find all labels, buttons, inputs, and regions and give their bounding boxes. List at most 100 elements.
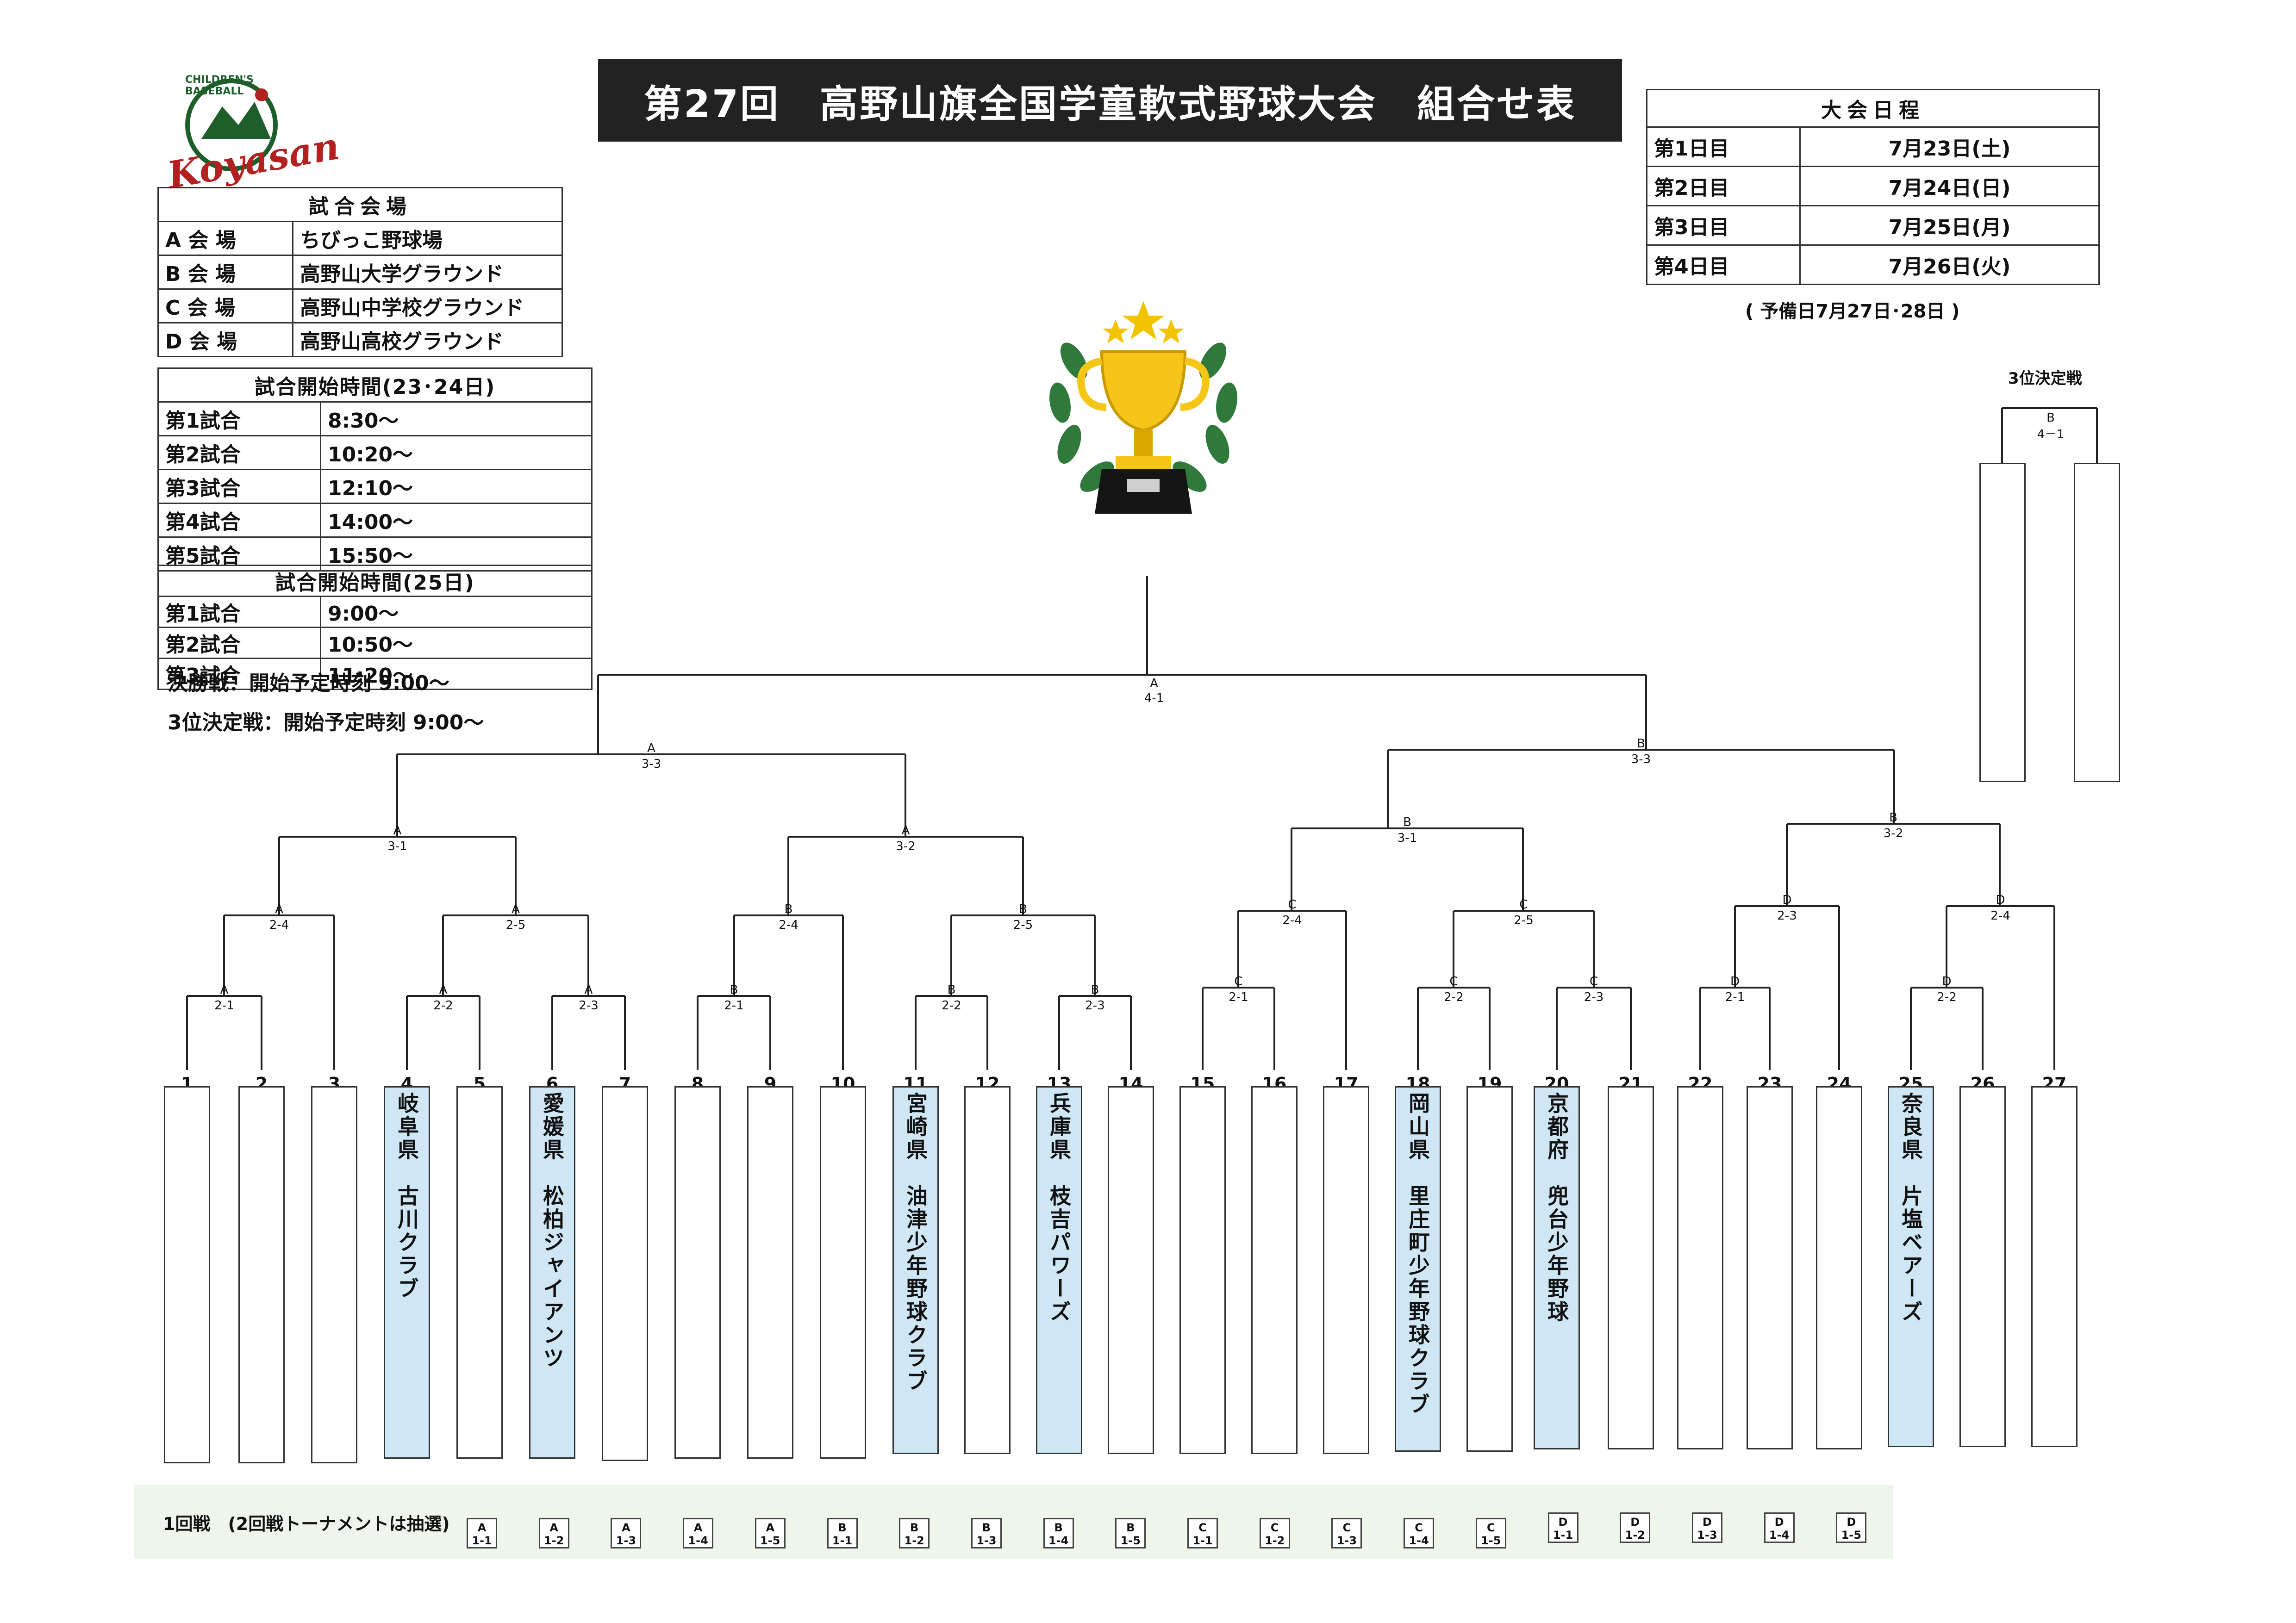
game-time: 10:50～ <box>320 627 593 659</box>
round1-game-code: A 1-2 <box>538 1518 569 1548</box>
round1-game-code: D 1-3 <box>1691 1512 1722 1543</box>
times1-header: 試合開始時間(23･24日) <box>157 367 593 403</box>
match-game: 2-3 <box>579 999 599 1013</box>
trophy-graphic <box>1032 292 1254 523</box>
match-venue: C <box>1519 898 1528 912</box>
game-label: 第2試合 <box>157 435 321 470</box>
match-venue: A <box>275 902 283 916</box>
match-venue: B <box>1637 737 1645 751</box>
match-game: 2-1 <box>1725 990 1745 1004</box>
match-game: 3-3 <box>1631 752 1651 766</box>
match-game: 3-3 <box>641 757 661 771</box>
times2-header: 試合開始時間(25日) <box>157 565 593 597</box>
schedule-date: 7月24日(日) <box>1799 166 2100 206</box>
match-venue: B <box>947 983 956 997</box>
match-game: 2-2 <box>1937 990 1957 1004</box>
match-venue: D <box>1942 975 1952 989</box>
match-game: 3-1 <box>387 839 407 853</box>
match-venue: A <box>393 824 402 838</box>
match-game: 2-4 <box>269 918 289 932</box>
team-slot-empty <box>1816 1086 1862 1449</box>
schedule-day: 第3日目 <box>1646 205 1801 246</box>
round1-game-code: A 1-3 <box>611 1518 642 1548</box>
match-venue: B <box>730 983 738 997</box>
match-venue: C <box>1288 898 1297 912</box>
match-game: 2-2 <box>942 999 961 1013</box>
match-game: 2-5 <box>1514 914 1534 927</box>
schedule-date: 7月25日(月) <box>1799 205 2100 246</box>
koyasan-logo: CHILDREN'S BASEBALL Koyasan <box>157 69 343 197</box>
team-name: 岐阜県 古川クラブ <box>394 1092 419 1300</box>
match-game: 2-3 <box>1777 909 1797 923</box>
round1-game-code: A 1-4 <box>683 1518 714 1548</box>
schedule-day: 第4日目 <box>1646 244 1801 285</box>
team-slot-empty <box>674 1086 721 1459</box>
team-name: 愛媛県 松柏ジャイアンツ <box>540 1092 565 1370</box>
team-name: 兵庫県 枝吉パワーズ <box>1047 1092 1072 1324</box>
venue-name: 高野山高校グラウンド <box>292 322 563 357</box>
logo-arc-text: CHILDREN'S BASEBALL <box>185 74 254 97</box>
match-game: 2-3 <box>1085 999 1105 1013</box>
final-start-note: 決勝戦：開始予定時刻 9:00～ <box>168 672 449 695</box>
third-place-start-note: 3位決定戦：開始予定時刻 9:00～ <box>168 711 484 734</box>
team-name: 宮崎県 油津少年野球クラブ <box>903 1092 928 1393</box>
team-slot-empty <box>164 1086 210 1463</box>
game-time: 12:10～ <box>320 469 593 504</box>
round1-game-code: A 1-1 <box>467 1518 497 1548</box>
schedule-date: 7月26日(火) <box>1799 244 2100 285</box>
team-name: 岡山県 里庄町少年野球クラブ <box>1405 1092 1430 1416</box>
venue-code: B 会 場 <box>157 255 293 290</box>
game-label: 第2試合 <box>157 627 321 659</box>
schedule-date: 7月23日(土) <box>1799 126 2100 167</box>
team-slot-empty <box>1466 1086 1513 1452</box>
game-time: 9:00～ <box>320 596 593 628</box>
round1-game-code: B 1-2 <box>899 1518 930 1548</box>
team-slot-empty <box>311 1086 357 1463</box>
team-slot-filled: 岡山県 里庄町少年野球クラブ <box>1395 1086 1441 1452</box>
match-game: 2-5 <box>1013 918 1033 932</box>
team-slot-filled: 岐阜県 古川クラブ <box>384 1086 430 1459</box>
team-slot-empty <box>964 1086 1011 1454</box>
match-game: 2-5 <box>505 918 526 932</box>
match-game: 2-1 <box>1229 990 1248 1004</box>
match-venue: B <box>784 902 793 916</box>
match-game: 2-4 <box>1990 909 2010 923</box>
team-slot-empty <box>1323 1086 1369 1454</box>
match-game: 2-4 <box>1282 914 1302 927</box>
match-game: 3-1 <box>1397 831 1417 845</box>
game-label: 第3試合 <box>157 469 321 504</box>
team-slot-empty <box>238 1086 285 1463</box>
match-game: 3-2 <box>1883 827 1903 840</box>
round1-game-code: C 1-5 <box>1475 1518 1506 1548</box>
game-label: 第1試合 <box>157 596 321 628</box>
match-game: 2-4 <box>779 918 799 932</box>
round1-game-code: B 1-5 <box>1115 1518 1146 1548</box>
team-slot-empty <box>1677 1086 1723 1449</box>
team-name: 京都府 兜台少年野球 <box>1544 1092 1569 1324</box>
reserve-days: ( 予備日7月27日･28日 ) <box>1745 301 1960 322</box>
third-place-slot-left <box>1979 463 2026 782</box>
schedule-day: 第1日目 <box>1646 126 1801 167</box>
match-venue: C <box>1589 975 1598 989</box>
team-slot-filled: 愛媛県 松柏ジャイアンツ <box>529 1086 575 1459</box>
third-place-title: 3位決定戦 <box>2008 369 2082 388</box>
round1-game-code: B 1-1 <box>827 1518 858 1548</box>
match-venue: A <box>584 983 593 997</box>
schedule-header: 大会日程 <box>1646 89 2100 128</box>
team-slot-empty <box>820 1086 866 1459</box>
round1-game-code: D 1-4 <box>1764 1512 1795 1543</box>
trophy-icon <box>1049 301 1237 514</box>
round1-game-code: C 1-1 <box>1187 1518 1218 1548</box>
team-name: 奈良県 片塩ベアーズ <box>1898 1092 1923 1324</box>
team-slot-empty <box>456 1086 503 1459</box>
team-slot-filled: 宮崎県 油津少年野球クラブ <box>892 1086 939 1454</box>
team-slot-empty <box>1608 1086 1654 1449</box>
round1-game-code: C 1-3 <box>1331 1518 1362 1548</box>
baseball-logo-icon <box>185 79 278 171</box>
team-slot-filled: 兵庫県 枝吉パワーズ <box>1036 1086 1082 1454</box>
venues-table: 試合会場 A 会 場ちびっこ野球場 B 会 場高野山大学グラウンド C 会 場高… <box>157 187 563 357</box>
